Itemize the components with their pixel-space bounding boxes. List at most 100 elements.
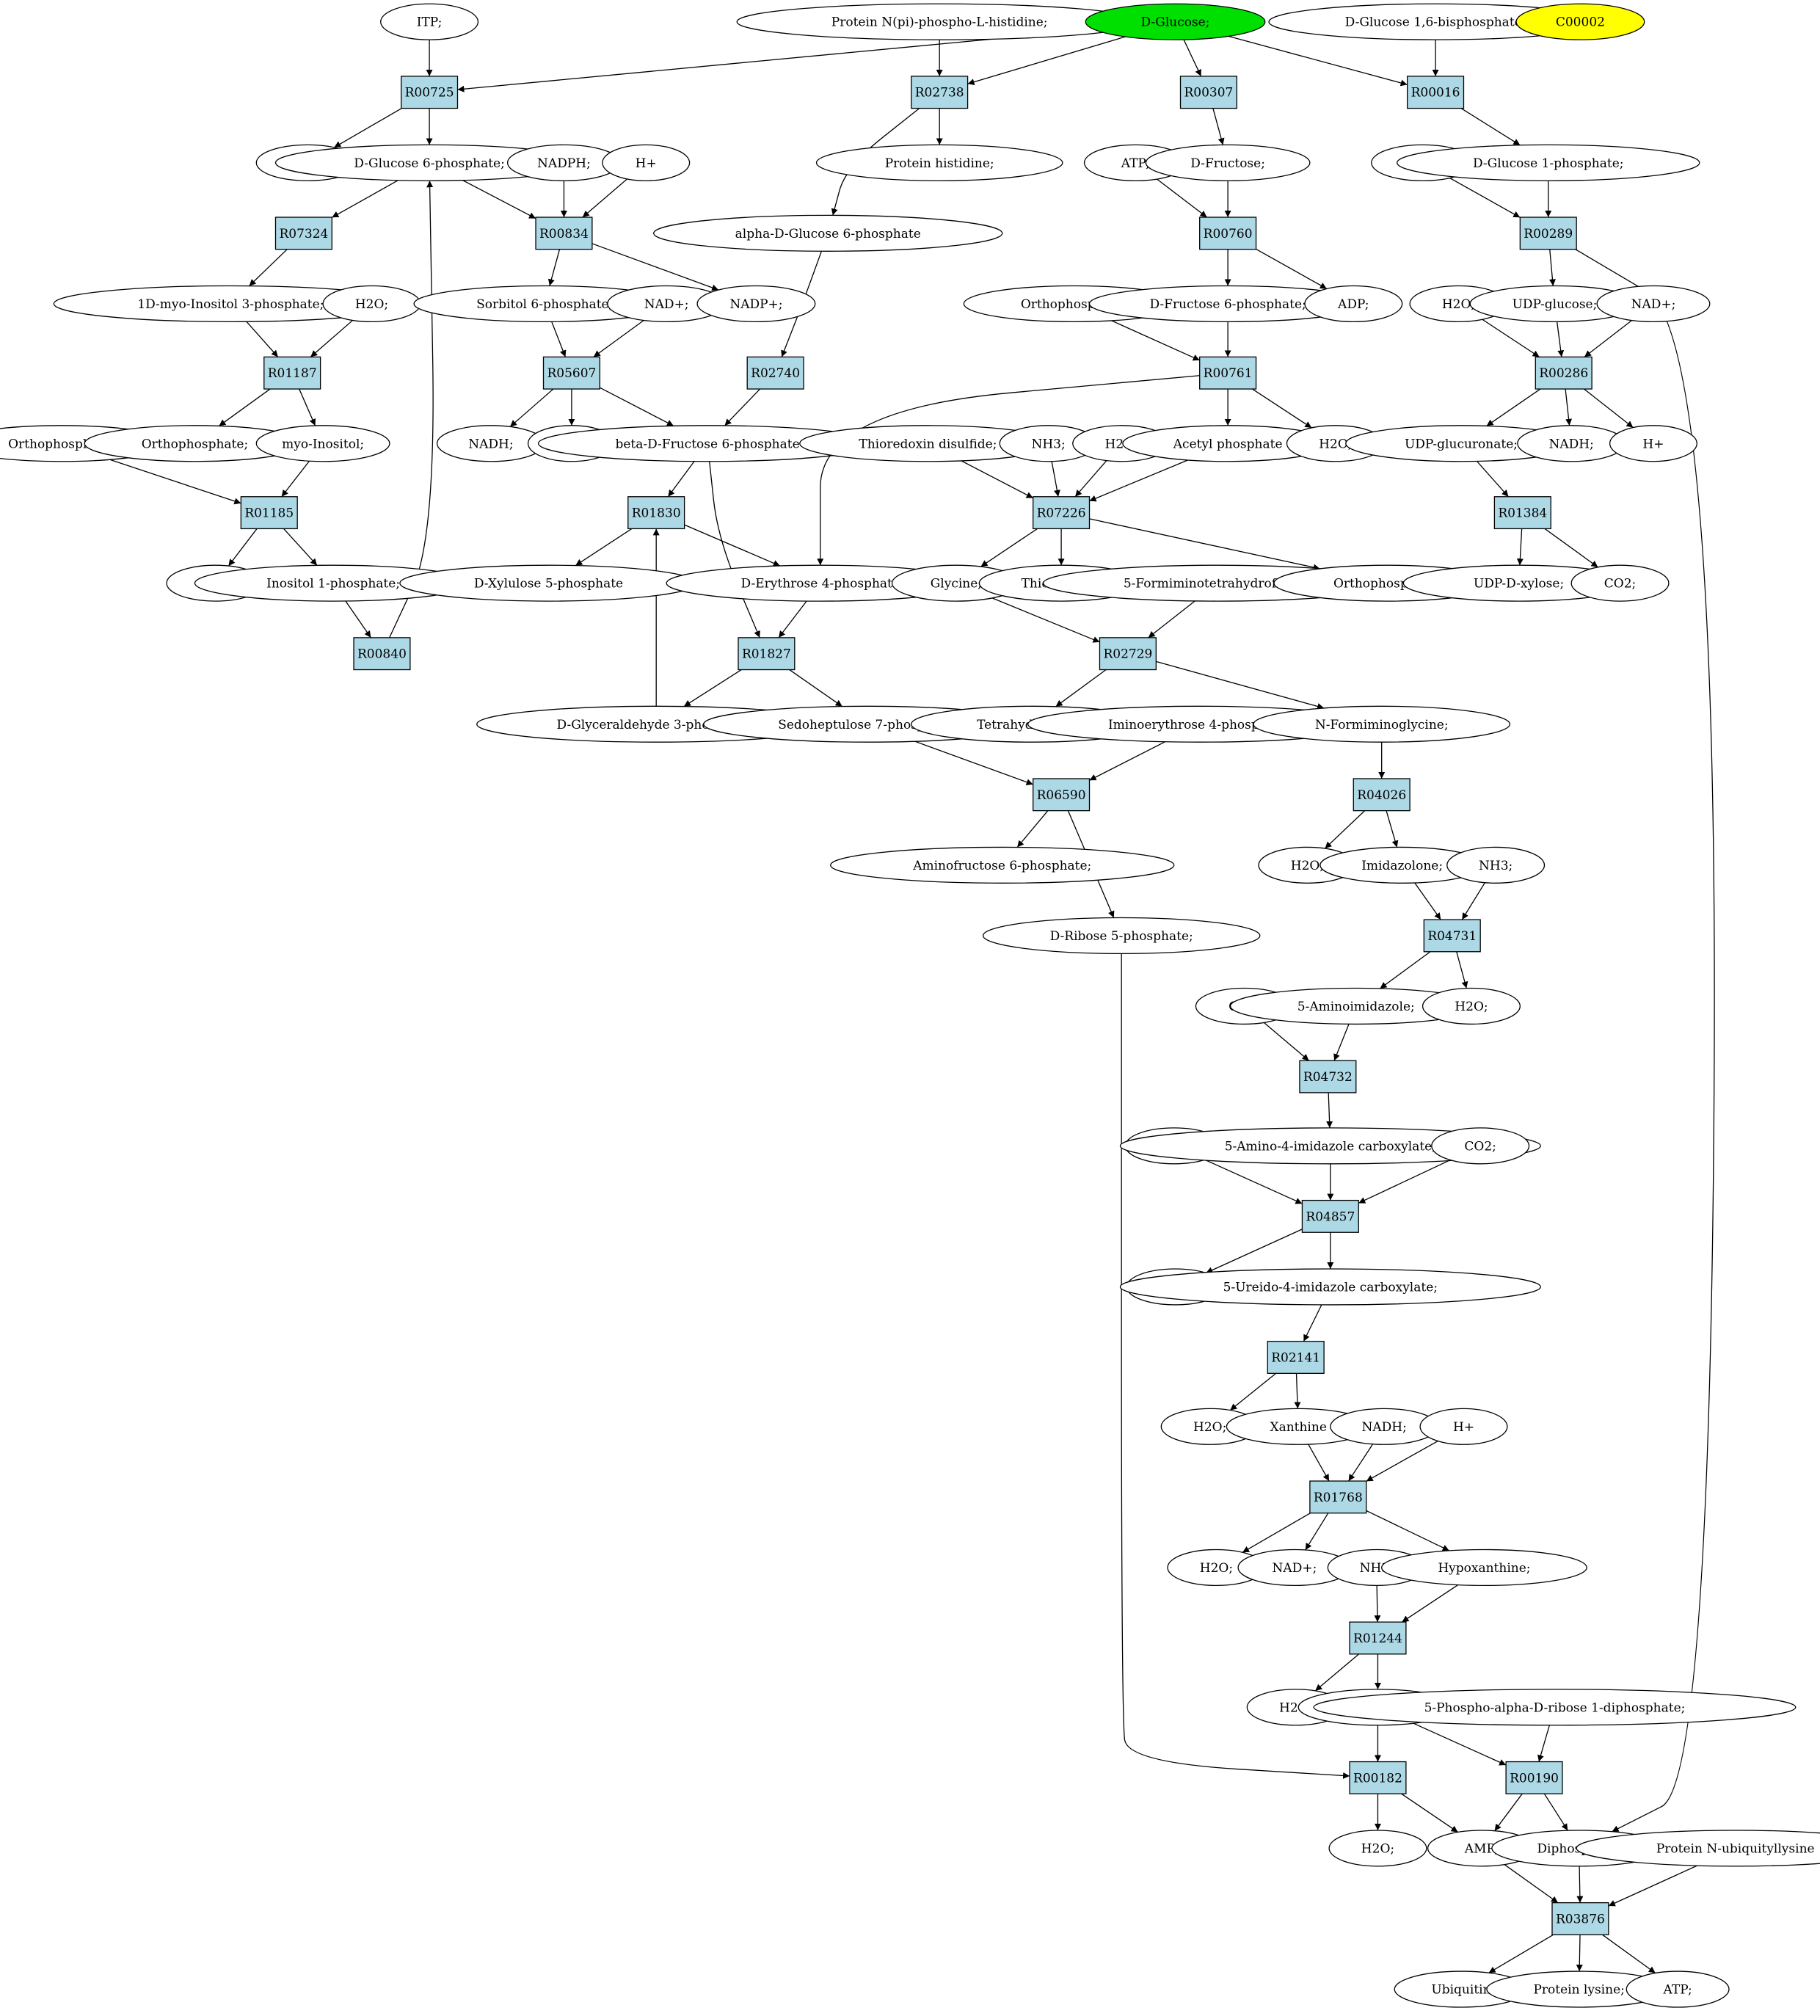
compound-node-co2_1[interactable]: CO2;: [1570, 564, 1670, 602]
compound-node-d_fructose[interactable]: D-Fructose;: [1145, 144, 1311, 181]
compound-node-hplus1[interactable]: H+: [602, 144, 691, 181]
compound-node-atp2[interactable]: ATP;: [1626, 1970, 1730, 2008]
reaction-box: [1551, 1902, 1609, 1935]
reaction-node-r04732[interactable]: R04732: [1299, 1060, 1357, 1093]
compound-node-nadplus2[interactable]: NAD+;: [1596, 285, 1711, 323]
compound-node-nadh2[interactable]: NADH;: [1517, 425, 1626, 462]
edge-h2o_c-to-r07226: [1074, 460, 1107, 498]
reaction-node-r07324[interactable]: R07324: [274, 216, 332, 250]
compound-node-dr5p[interactable]: D-Ribose 5-phosphate;: [982, 917, 1261, 955]
compound-node-dg6p[interactable]: D-Glucose 6-phosphate;: [274, 144, 584, 181]
reaction-node-r01384[interactable]: R01384: [1493, 496, 1551, 530]
compound-node-nformgly[interactable]: N-Formiminoglycine;: [1253, 705, 1511, 743]
compound-node-protubl[interactable]: Protein N-ubiquityllysine: [1576, 1830, 1820, 1867]
compound-node-c00002[interactable]: C00002: [1515, 3, 1645, 40]
reaction-node-r02738[interactable]: R02738: [911, 76, 969, 109]
reaction-node-r00182[interactable]: R00182: [1349, 1761, 1407, 1794]
compound-node-aminof6p[interactable]: Aminofructose 6-phosphate;: [830, 846, 1175, 884]
compound-node-h2o_i[interactable]: H2O;: [1160, 1408, 1259, 1445]
compound-node-nadh3[interactable]: NADH;: [1330, 1408, 1439, 1445]
compound-node-h2o_l[interactable]: H2O;: [1328, 1830, 1427, 1867]
reaction-node-r00760[interactable]: R00760: [1199, 216, 1257, 250]
reaction-node-r01187[interactable]: R01187: [263, 356, 321, 390]
compound-node-dxyl5p[interactable]: D-Xylulose 5-phosphate: [399, 564, 698, 602]
compound-node-nadplus1[interactable]: NAD+;: [607, 285, 727, 323]
edge-ortho1-to-r00761: [1111, 320, 1200, 361]
compound-node-nadpplus[interactable]: NADP+;: [696, 285, 816, 323]
edge-r01185-to-h2o_e: [228, 528, 258, 567]
compound-node-nadph[interactable]: NADPH;: [506, 144, 621, 181]
compound-node-h2o_j[interactable]: H2O;: [1167, 1549, 1266, 1587]
compound-node-dery4p[interactable]: D-Erythrose 4-phosphate: [666, 564, 975, 602]
reaction-node-r00286[interactable]: R00286: [1535, 356, 1592, 390]
reaction-node-r02740[interactable]: R02740: [746, 356, 804, 390]
reaction-node-r01830[interactable]: R01830: [627, 496, 685, 530]
compound-node-xanthine[interactable]: Xanthine: [1226, 1408, 1371, 1445]
reaction-node-r00307[interactable]: R00307: [1179, 76, 1238, 109]
edge-dg6p-to-r00834: [462, 180, 536, 219]
reaction-node-r06590[interactable]: R06590: [1033, 778, 1091, 812]
reaction-node-r01244[interactable]: R01244: [1349, 1621, 1407, 1655]
compound-node-prot_his[interactable]: Protein histidine;: [815, 144, 1063, 181]
compound-node-adg6p[interactable]: alpha-D-Glucose 6-phosphate: [653, 214, 1003, 252]
compound-node-udpglc[interactable]: UDP-glucose;: [1469, 285, 1640, 323]
compound-node-adp[interactable]: ADP;: [1304, 285, 1403, 323]
compound-ellipse: [1570, 564, 1670, 602]
compound-node-co2_3[interactable]: CO2;: [1431, 1127, 1530, 1165]
compound-node-h2o_g[interactable]: H2O;: [1422, 987, 1521, 1025]
reaction-node-r02141[interactable]: R02141: [1267, 1341, 1325, 1375]
reaction-node-r04857[interactable]: R04857: [1301, 1199, 1359, 1233]
reaction-node-r05607[interactable]: R05607: [542, 356, 601, 390]
compound-node-bdf6p[interactable]: beta-D-Fructose 6-phosphate: [537, 425, 878, 462]
reaction-node-r00725[interactable]: R00725: [400, 76, 459, 109]
reaction-node-r00761[interactable]: R00761: [1199, 356, 1257, 390]
compound-node-h2o_a[interactable]: H2O;: [322, 285, 421, 323]
compound-node-myoino[interactable]: myo-Inositol;: [255, 425, 390, 462]
compound-node-nadh1[interactable]: NADH;: [436, 425, 545, 462]
reaction-node-r01185[interactable]: R01185: [240, 496, 298, 530]
compound-node-udpglcu[interactable]: UDP-glucuronate;: [1345, 425, 1577, 462]
compound-node-imidazolone[interactable]: Imidazolone;: [1320, 846, 1485, 884]
reaction-node-r00016[interactable]: R00016: [1406, 76, 1465, 109]
compound-node-nadplus3[interactable]: NAD+;: [1237, 1549, 1352, 1587]
reaction-node-r01827[interactable]: R01827: [738, 637, 796, 671]
compound-node-trxss[interactable]: Thioredoxin disulfide;: [799, 425, 1057, 462]
reaction-node-r01768[interactable]: R01768: [1309, 1480, 1367, 1514]
edge-r00016-to-dg1p: [1460, 108, 1521, 146]
reaction-node-r00289[interactable]: R00289: [1519, 216, 1577, 250]
compound-node-dg1p[interactable]: D-Glucose 1-phosphate;: [1397, 144, 1700, 181]
compound-node-ortho3[interactable]: Orthophosphate;: [84, 425, 306, 462]
reaction-node-r02729[interactable]: R02729: [1099, 637, 1157, 671]
reaction-node-r03876[interactable]: R03876: [1551, 1902, 1609, 1935]
compound-node-protein_nphis[interactable]: Protein N(pi)-phospho-L-histidine;: [736, 3, 1143, 40]
compound-node-aicarb[interactable]: 5-Amino-4-imidazole carboxylate;: [1119, 1127, 1541, 1165]
compound-node-nh3_2[interactable]: NH3;: [1446, 846, 1546, 884]
reaction-node-r04026[interactable]: R04026: [1353, 778, 1410, 812]
reaction-node-r07226[interactable]: R07226: [1033, 496, 1091, 530]
reaction-box: [1349, 1761, 1407, 1794]
compound-node-myo3p[interactable]: 1D-myo-Inositol 3-phosphate;: [53, 285, 409, 323]
reaction-node-r04731[interactable]: R04731: [1423, 919, 1481, 953]
compound-node-ubiquitin[interactable]: Ubiquitin: [1394, 1970, 1529, 2008]
compound-node-df6p[interactable]: D-Fructose 6-phosphate;: [1088, 285, 1367, 323]
reaction-node-r00834[interactable]: R00834: [535, 216, 593, 250]
edge-r01187-to-myoino: [299, 388, 316, 426]
reaction-node-r00840[interactable]: R00840: [353, 637, 411, 671]
compound-node-itp[interactable]: ITP;: [380, 3, 479, 40]
compound-node-dg16bp[interactable]: D-Glucose 1,6-bisphosphate;: [1268, 3, 1603, 40]
compound-node-ino1p[interactable]: Inositol 1-phosphate;: [194, 564, 473, 602]
compound-node-glycine[interactable]: Glycine;: [891, 564, 1021, 602]
node-label: CO2;: [1604, 577, 1637, 592]
compound-node-hplus3[interactable]: H+: [1609, 425, 1697, 462]
compound-node-uicarb[interactable]: 5-Ureido-4-imidazole carboxylate;: [1119, 1268, 1541, 1306]
compound-node-hplus4[interactable]: H+: [1419, 1408, 1508, 1445]
compound-ellipse: [696, 285, 816, 323]
edge-r01830-to-dery4p: [684, 524, 781, 567]
node-label: H2O;: [1291, 859, 1324, 873]
compound-node-d_glucose[interactable]: D-Glucose;: [1085, 3, 1266, 40]
reaction-node-r00190[interactable]: R00190: [1505, 1761, 1563, 1794]
compound-node-prpp[interactable]: 5-Phospho-alpha-D-ribose 1-diphosphate;: [1313, 1689, 1797, 1726]
compound-node-aminoimid[interactable]: 5-Aminoimidazole;: [1229, 987, 1482, 1025]
node-label: R01185: [244, 506, 294, 521]
compound-node-hypox[interactable]: Hypoxanthine;: [1381, 1549, 1587, 1587]
